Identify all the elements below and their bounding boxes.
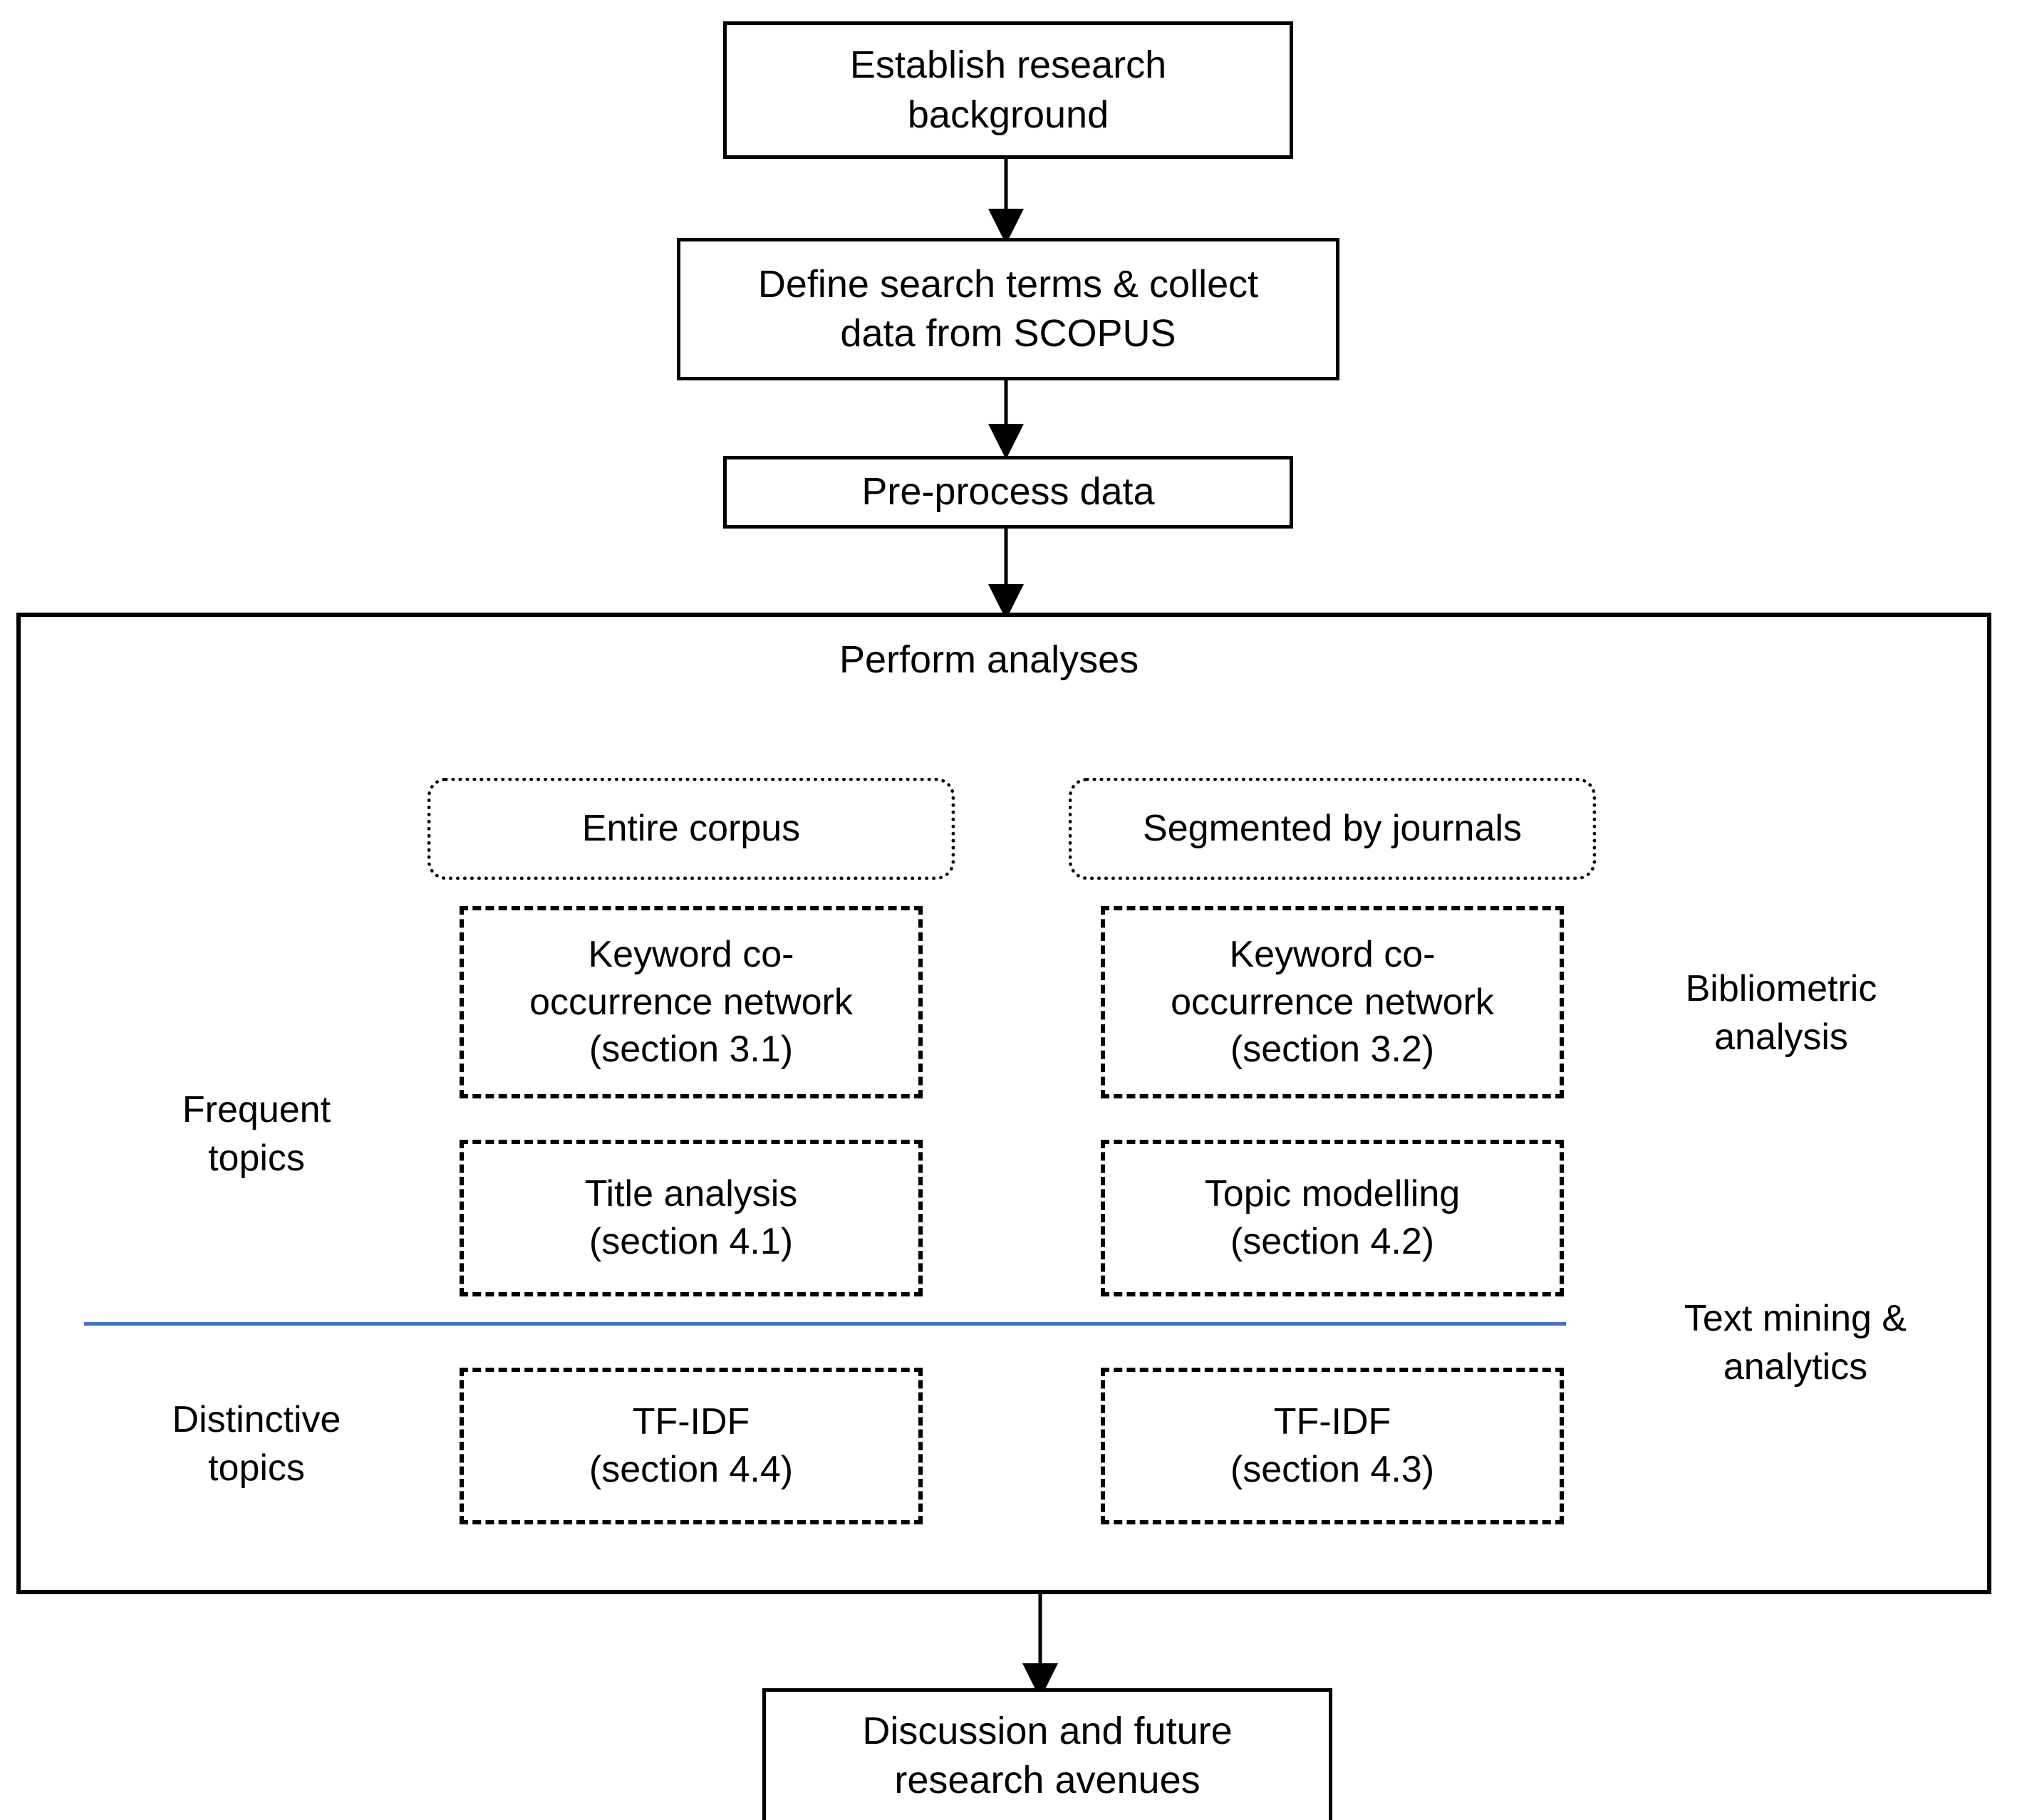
row-label-distinctive-topics: Distinctive topics [172, 1399, 341, 1489]
method-box-label: Title analysis (section 4.1) [584, 1173, 798, 1262]
process-box-discussion-future-research[interactable]: Discussion and future research avenues [762, 1688, 1332, 1820]
method-box-keyword-cooccurrence-segmented[interactable]: Keyword co- occurrence network (section … [1101, 906, 1564, 1098]
analysis-container [16, 613, 1991, 1594]
branch-box-entire-corpus[interactable]: Entire corpus [427, 778, 955, 880]
process-box-label: Define search terms & collect data from … [757, 262, 1259, 355]
section-divider-line [84, 1322, 1566, 1326]
method-box-label: Keyword co- occurrence network (section … [529, 934, 853, 1071]
method-box-label: Keyword co- occurrence network (section … [1171, 934, 1494, 1071]
method-box-label: TF-IDF (section 4.4) [589, 1401, 794, 1490]
perform-analyses-heading: Perform analyses [839, 638, 1139, 681]
branch-box-label: Entire corpus [581, 808, 801, 850]
branch-box-segmented-by-journals[interactable]: Segmented by journals [1069, 778, 1596, 880]
row-label-frequent-topics: Frequent topics [182, 1089, 331, 1179]
method-box-title-analysis[interactable]: Title analysis (section 4.1) [460, 1140, 923, 1296]
process-box-label: Pre-process data [861, 470, 1155, 514]
process-box-label: Establish research background [849, 43, 1167, 136]
branch-box-label: Segmented by journals [1143, 808, 1522, 850]
process-box-define-search-terms[interactable]: Define search terms & collect data from … [677, 238, 1339, 380]
method-box-label: Topic modelling (section 4.2) [1204, 1173, 1461, 1262]
group-label-bibliometric-analysis: Bibliometric analysis [1685, 968, 1877, 1058]
method-box-tfidf-entire[interactable]: TF-IDF (section 4.4) [460, 1368, 923, 1524]
method-box-keyword-cooccurrence-entire[interactable]: Keyword co- occurrence network (section … [460, 906, 923, 1098]
method-box-topic-modelling[interactable]: Topic modelling (section 4.2) [1101, 1140, 1564, 1296]
method-box-tfidf-segmented[interactable]: TF-IDF (section 4.3) [1101, 1368, 1564, 1524]
method-box-label: TF-IDF (section 4.3) [1230, 1401, 1435, 1490]
process-box-establish-research-background[interactable]: Establish research background [723, 21, 1293, 159]
process-box-label: Discussion and future research avenues [862, 1709, 1233, 1801]
group-label-text-mining-analytics: Text mining & analytics [1684, 1298, 1907, 1388]
process-box-pre-process-data[interactable]: Pre-process data [723, 456, 1293, 529]
